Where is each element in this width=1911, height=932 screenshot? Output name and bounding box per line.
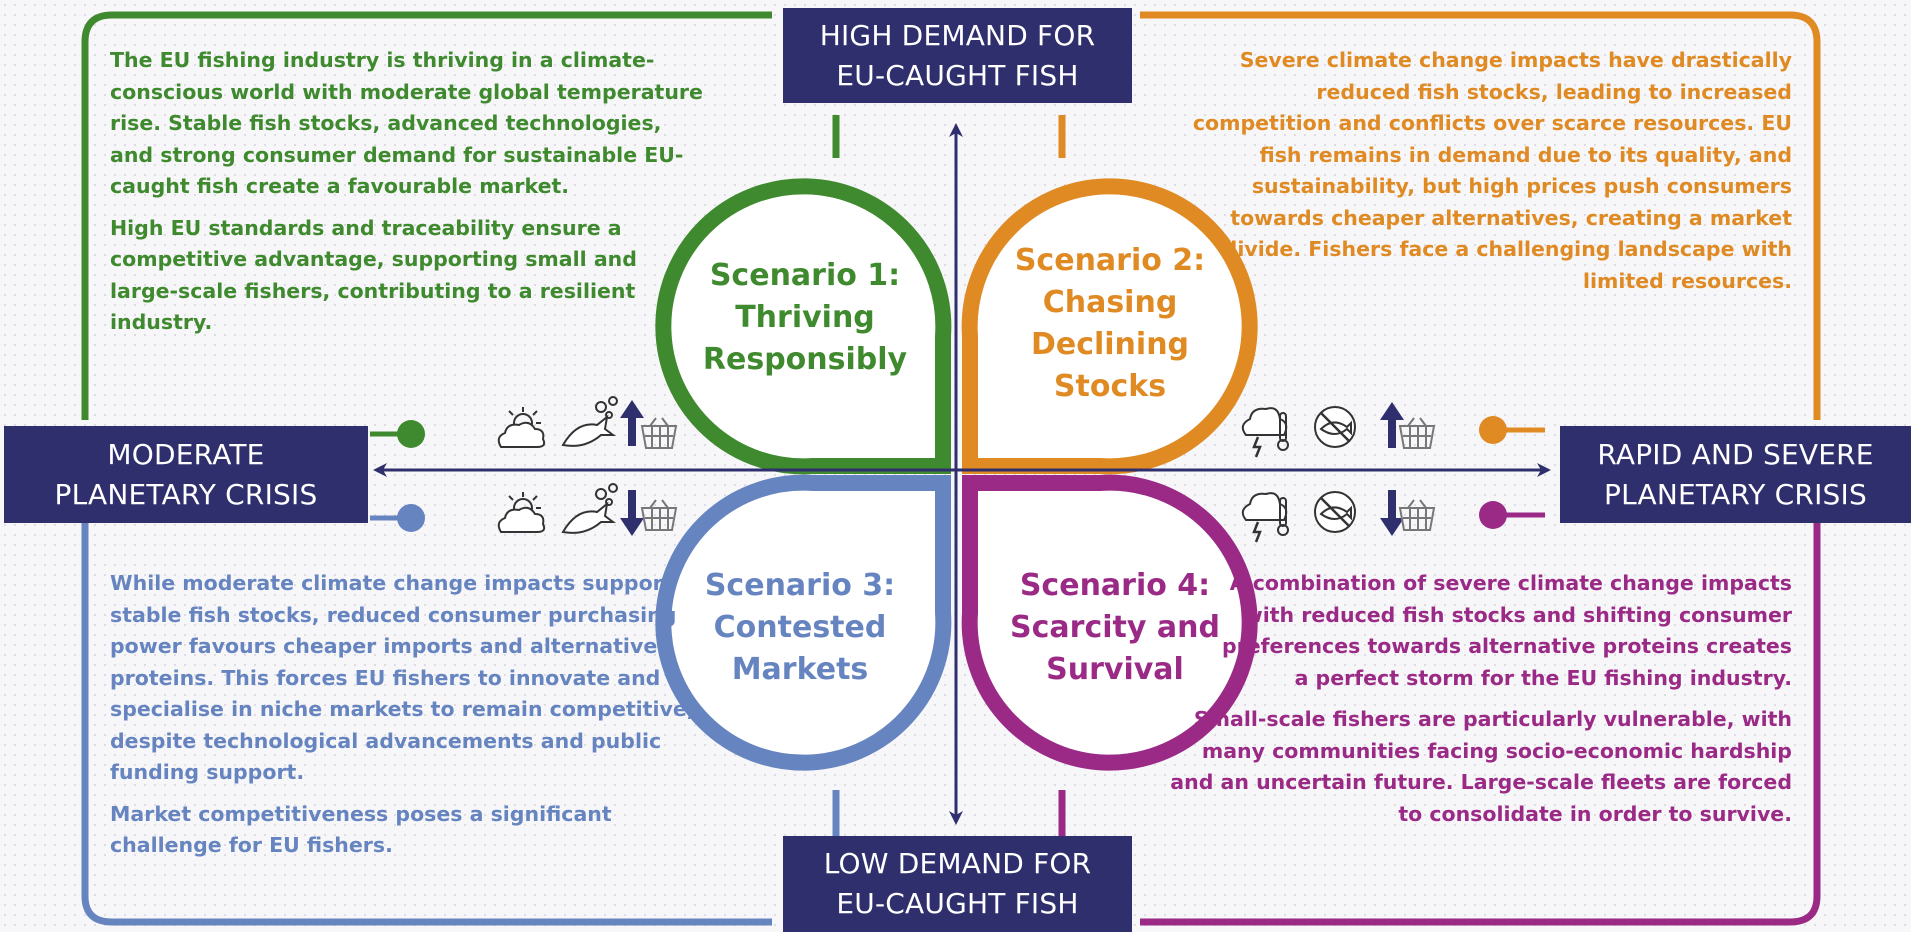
scenario-2-title-line: Declining [1030, 327, 1190, 362]
quadrant-3-frame [81, 520, 772, 926]
scenario-3-circle [655, 474, 952, 771]
scenario-1-paragraph: High EU standards and traceability ensur… [110, 215, 637, 335]
connector-dot-3 [397, 504, 425, 532]
sun-cloud-icon [497, 492, 546, 533]
no-fish-icon [1314, 406, 1356, 448]
scenario-4-title-line: Scenario 4: [1019, 568, 1211, 603]
scenario-1-description: The EU fishing industry is thriving in a… [110, 45, 710, 349]
scenario-4-paragraph: A combination of severe climate change i… [1221, 571, 1792, 690]
scenario-4-title-line: Survival [1046, 652, 1184, 687]
scenario-2-title-line: Chasing [1042, 285, 1178, 320]
storm-thermometer-icon [1241, 492, 1289, 543]
scenario-2-title: Scenario 2: Chasing Declining Stocks [1000, 240, 1220, 408]
scenario-2-title-line: Stocks [1053, 369, 1167, 404]
axis-label-bottom: LOW DEMAND FOR EU-CAUGHT FISH [783, 836, 1132, 932]
axis-label-top-line-1: HIGH DEMAND FOR [819, 18, 1096, 52]
scenario-4-title: Scenario 4: Scarcity and Survival [1000, 565, 1230, 691]
quadrant-4-frame [1140, 520, 1821, 926]
connector-dot-2 [1479, 416, 1507, 444]
scenario-1-title-line: Scenario 1: [709, 258, 901, 293]
scenario-4-description: A combination of severe climate change i… [1160, 568, 1792, 840]
quadrant-2-frame [1140, 11, 1821, 420]
connector-dot-1 [397, 420, 425, 448]
arrow-up-icon [620, 400, 644, 446]
scenario-3-paragraph: Market competitiveness poses a significa… [110, 801, 612, 858]
arrow-down-icon [620, 490, 644, 536]
scenario-2-paragraph: Severe climate change impacts have drast… [1192, 48, 1792, 293]
scenario-1-paragraph: The EU fishing industry is thriving in a… [110, 48, 703, 198]
basket-icon [1398, 417, 1436, 449]
no-fish-icon [1314, 491, 1356, 533]
axis-label-bottom-line-2: EU-CAUGHT FISH [836, 887, 1079, 920]
basket-icon [640, 417, 678, 449]
axis-label-bottom-line-1: LOW DEMAND FOR [823, 847, 1092, 880]
scenario-2-description: Severe climate change impacts have drast… [1180, 45, 1792, 307]
scenario-1-title-line: Responsibly [702, 342, 908, 377]
scenario-3-title-line: Contested [713, 610, 887, 645]
axis-label-top-line-2: EU-CAUGHT FISH [836, 58, 1079, 92]
sun-cloud-icon [497, 407, 546, 448]
axis-label-right: RAPID AND SEVERE PLANETARY CRISIS [1560, 426, 1911, 523]
scenario-1-circle [655, 178, 952, 475]
axis-label-right-line-2: PLANETARY CRISIS [1604, 477, 1867, 511]
scenario-4-circle [961, 474, 1258, 771]
scenario-3-title: Scenario 3: Contested Markets [690, 565, 910, 691]
axis-label-left: MODERATE PLANETARY CRISIS [4, 426, 368, 523]
scenario-2-title-line: Scenario 2: [1014, 243, 1206, 278]
axis-label-left-line-1: MODERATE [107, 437, 265, 471]
quadrant-1-frame [81, 11, 772, 420]
scenario-1-title: Scenario 1: Thriving Responsibly [690, 255, 920, 381]
scenario-3-paragraph: While moderate climate change impacts su… [110, 571, 695, 784]
scenario-2-circle [961, 178, 1258, 475]
storm-thermometer-icon [1241, 407, 1289, 458]
scenario-1-title-line: Thriving [735, 300, 875, 335]
connector-dot-4 [1479, 501, 1507, 529]
basket-icon [640, 499, 678, 531]
basket-icon [1398, 499, 1436, 531]
arrow-up-icon [1380, 402, 1404, 448]
axis-label-left-line-2: PLANETARY CRISIS [54, 477, 318, 511]
scenario-3-title-line: Markets [731, 652, 869, 687]
axis-label-right-line-1: RAPID AND SEVERE [1597, 437, 1874, 471]
healthy-fish-icon [561, 483, 618, 534]
axis-label-top: HIGH DEMAND FOR EU-CAUGHT FISH [783, 8, 1132, 103]
arrow-down-icon [1380, 490, 1404, 536]
healthy-fish-icon [561, 396, 618, 447]
scenario-4-paragraph: Small-scale fishers are particularly vul… [1170, 707, 1792, 826]
scenario-3-title-line: Scenario 3: [704, 568, 896, 603]
scenario-3-description: While moderate climate change impacts su… [110, 568, 750, 872]
scenario-4-title-line: Scarcity and [1010, 610, 1220, 645]
